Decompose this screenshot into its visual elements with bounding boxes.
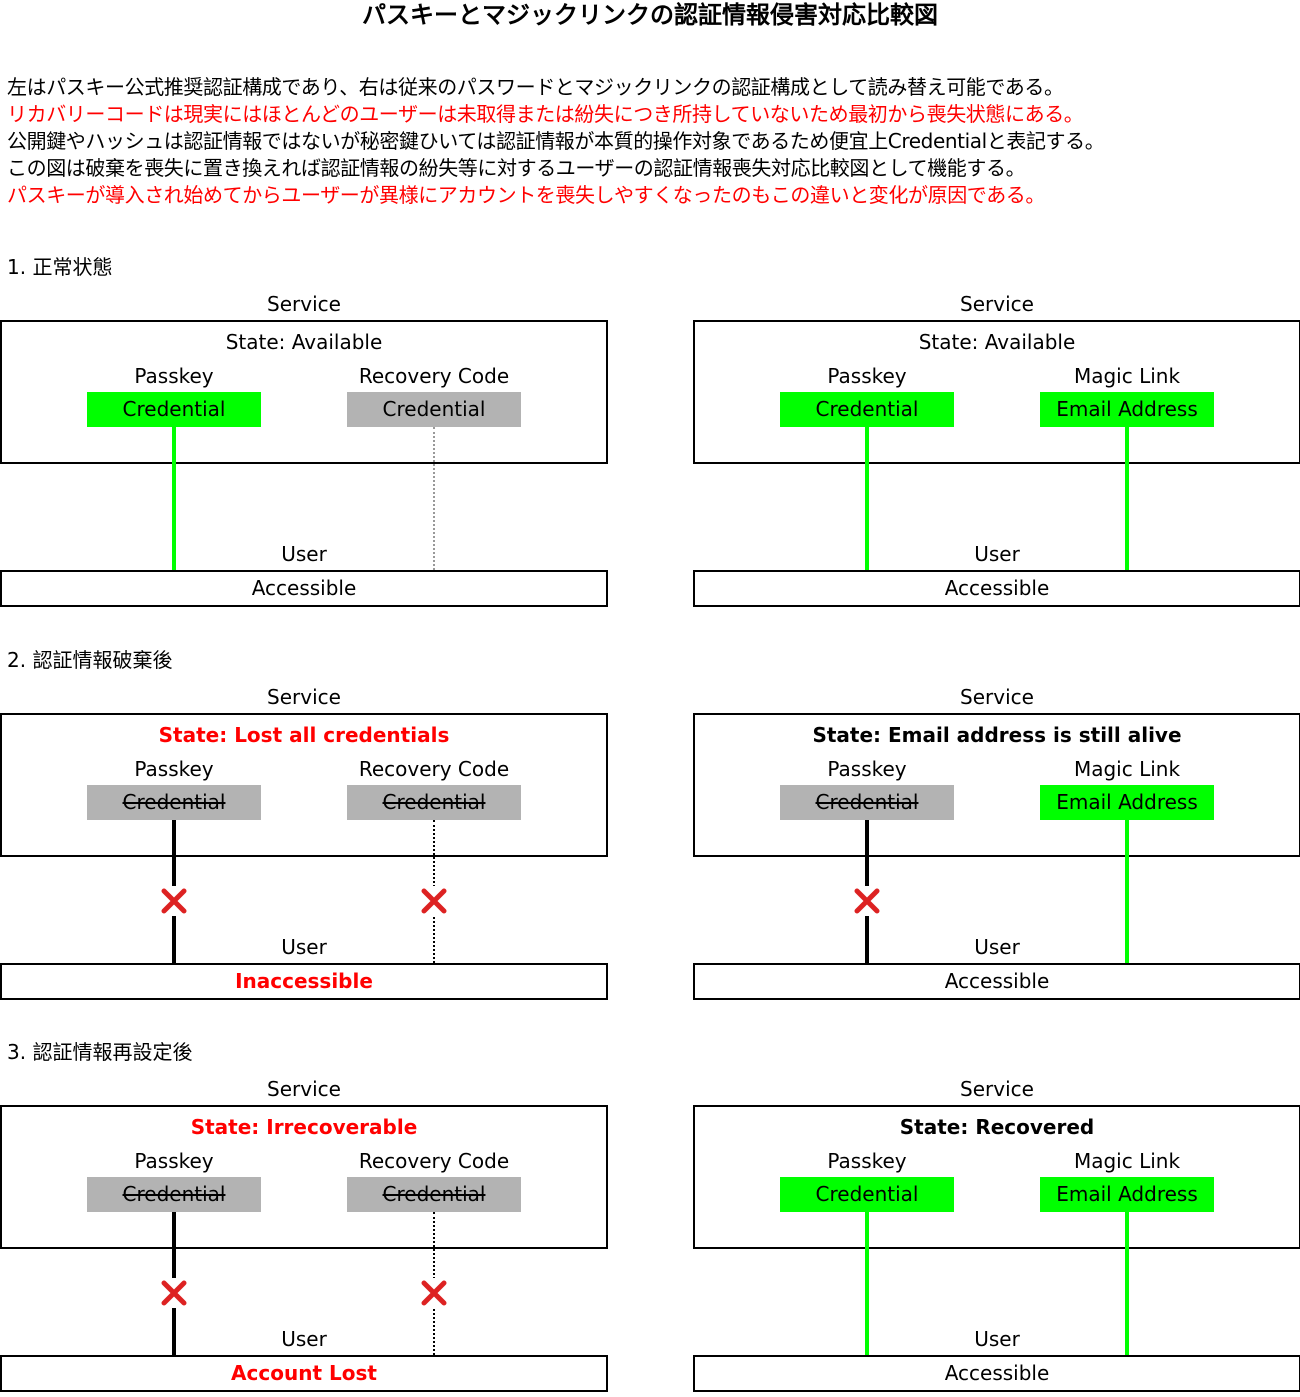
x-mark-icon [419, 886, 449, 916]
user-state: Account Lost [0, 1355, 608, 1392]
intro-line-1: 左はパスキー公式推奨認証構成であり、右は従来のパスワードとマジックリンクの認証構… [7, 75, 1064, 99]
service-state: State: Available [918, 330, 1076, 354]
magic-link-label: Magic Link [1073, 757, 1181, 781]
user-state: Accessible [0, 570, 608, 607]
recovery-credential: Credential [347, 1177, 521, 1212]
panel-magiclink-reset: Service State: Recovered Passkey Magic L… [693, 1077, 1300, 1397]
email-link-line [1125, 427, 1129, 570]
magic-link-label: Magic Link [1073, 364, 1181, 388]
x-mark-icon [419, 1278, 449, 1308]
passkey-label: Passkey [134, 1149, 214, 1173]
section-title-reset: 3. 認証情報再設定後 [7, 1040, 193, 1064]
recovery-code-label: Recovery Code [358, 757, 510, 781]
email-address: Email Address [1040, 785, 1214, 820]
passkey-credential: Credential [87, 1177, 261, 1212]
passkey-label: Passkey [827, 757, 907, 781]
intro-line-2: リカバリーコードは現実にはほとんどのユーザーは未取得または紛失につき所持していな… [7, 102, 1084, 126]
magic-link-label: Magic Link [1073, 1149, 1181, 1173]
service-label: Service [960, 685, 1034, 709]
section-title-normal: 1. 正常状態 [7, 255, 113, 279]
user-state: Inaccessible [0, 963, 608, 1000]
recovery-code-label: Recovery Code [358, 1149, 510, 1173]
user-label: User [974, 1327, 1020, 1351]
user-state: Accessible [693, 1355, 1300, 1392]
panel-passkey-reset: Service State: Irrecoverable Passkey Rec… [0, 1077, 608, 1397]
intro-line-4: この図は破棄を喪失に置き換えれば認証情報の紛失等に対するユーザーの認証情報喪失対… [7, 156, 1026, 180]
user-label: User [281, 935, 327, 959]
service-box [0, 713, 608, 857]
service-state: State: Lost all credentials [158, 723, 450, 747]
x-mark-icon [852, 886, 882, 916]
section-title-revoked: 2. 認証情報破棄後 [7, 648, 173, 672]
user-state: Accessible [693, 963, 1300, 1000]
intro-line-5: パスキーが導入され始めてからユーザーが異様にアカウントを喪失しやすくなったのもこ… [7, 183, 1045, 207]
passkey-label: Passkey [134, 364, 214, 388]
user-label: User [974, 935, 1020, 959]
service-label: Service [960, 1077, 1034, 1101]
recovery-code-label: Recovery Code [358, 364, 510, 388]
x-mark-icon [159, 1278, 189, 1308]
user-label: User [281, 1327, 327, 1351]
passkey-link-line [865, 1212, 869, 1355]
service-label: Service [267, 1077, 341, 1101]
email-link-line [1125, 820, 1129, 963]
recovery-credential: Credential [347, 392, 521, 427]
panel-passkey-normal: Service State: Available Passkey Recover… [0, 292, 608, 612]
passkey-credential: Credential [87, 785, 261, 820]
user-label: User [281, 542, 327, 566]
passkey-label: Passkey [827, 364, 907, 388]
panel-magiclink-normal: Service State: Available Passkey Magic L… [693, 292, 1300, 612]
passkey-link-line [865, 427, 869, 570]
service-state: State: Email address is still alive [812, 723, 1182, 747]
recovery-credential: Credential [347, 785, 521, 820]
service-label: Service [267, 685, 341, 709]
email-address: Email Address [1040, 1177, 1214, 1212]
passkey-credential: Credential [87, 392, 261, 427]
user-state: Accessible [693, 570, 1300, 607]
service-box [0, 1105, 608, 1249]
passkey-credential: Credential [780, 785, 954, 820]
passkey-label: Passkey [827, 1149, 907, 1173]
service-state: State: Recovered [899, 1115, 1095, 1139]
user-label: User [974, 542, 1020, 566]
service-box [0, 320, 608, 464]
intro-line-3: 公開鍵やハッシュは認証情報ではないが秘密鍵ひいては認証情報が本質的操作対象である… [7, 129, 1105, 153]
service-label: Service [267, 292, 341, 316]
panel-magiclink-revoked: Service State: Email address is still al… [693, 685, 1300, 1005]
service-label: Service [960, 292, 1034, 316]
passkey-label: Passkey [134, 757, 214, 781]
email-address: Email Address [1040, 392, 1214, 427]
service-state: State: Available [225, 330, 383, 354]
x-mark-icon [159, 886, 189, 916]
email-link-line [1125, 1212, 1129, 1355]
passkey-credential: Credential [780, 392, 954, 427]
page-title: パスキーとマジックリンクの認証情報侵害対応比較図 [362, 1, 938, 29]
service-state: State: Irrecoverable [190, 1115, 418, 1139]
passkey-credential: Credential [780, 1177, 954, 1212]
passkey-link-line [172, 427, 176, 570]
recovery-link-line [433, 427, 435, 570]
panel-passkey-revoked: Service State: Lost all credentials Pass… [0, 685, 608, 1005]
